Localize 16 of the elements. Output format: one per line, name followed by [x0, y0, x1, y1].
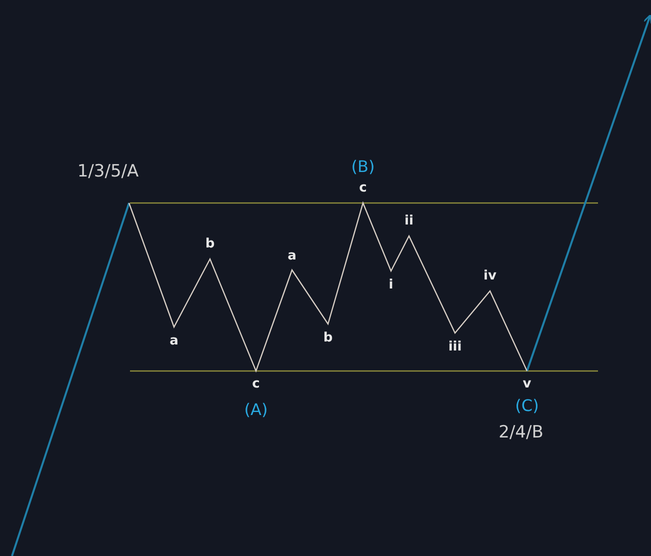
wave-label: b — [205, 238, 215, 250]
wave-label: (B) — [351, 159, 375, 175]
wave-label: iv — [484, 270, 496, 282]
wave-label: (A) — [244, 402, 268, 418]
wave-label: b — [323, 332, 333, 344]
wave-label: c — [359, 182, 367, 194]
wave-label: (C) — [515, 398, 539, 414]
wave-label: ii — [404, 214, 414, 228]
wave-label: 1/3/5/A — [77, 164, 139, 180]
wave-label: 2/4/B — [498, 424, 544, 442]
wave-label: a — [170, 334, 178, 348]
wave-label: c — [252, 378, 260, 390]
wave-label: i — [388, 278, 394, 292]
wave-label: a — [288, 250, 296, 262]
wave-label: iii — [448, 340, 462, 354]
wave-label: v — [522, 378, 532, 390]
